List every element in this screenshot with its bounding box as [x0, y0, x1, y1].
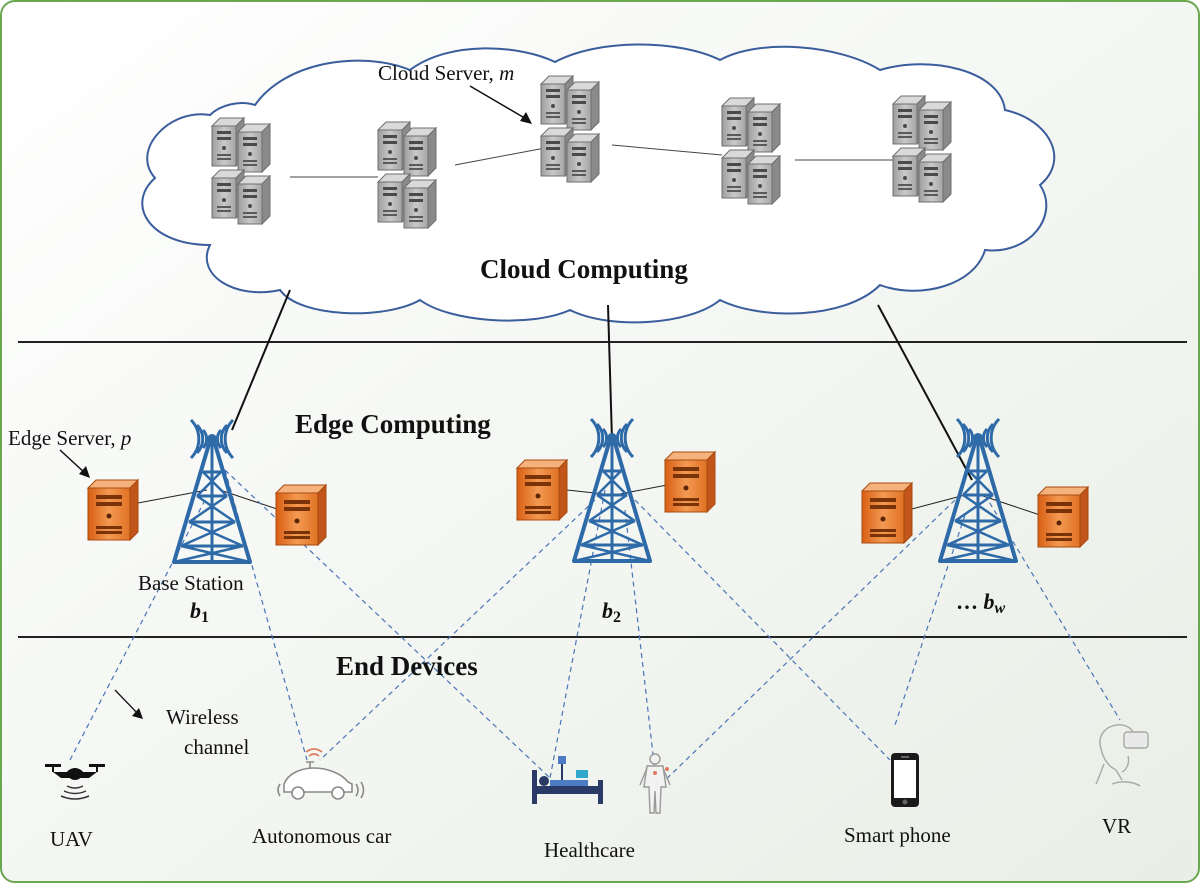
- edge-server-label: Edge Server, p: [8, 426, 131, 450]
- cloud-server-3: [541, 76, 599, 182]
- edge-server-icon-5: [861, 482, 913, 544]
- backhaul-links: [231, 289, 973, 481]
- device-label-healthcare: Healthcare: [544, 838, 635, 862]
- wireless-label-line1: Wireless: [166, 705, 239, 729]
- device-label-vr: VR: [1102, 814, 1131, 838]
- smartphone-icon: [891, 753, 919, 807]
- cloud-server-label: Cloud Server, m: [378, 61, 514, 85]
- cloud-server-2: [378, 122, 436, 228]
- edge-server-arrow: [59, 449, 87, 475]
- cloud-server-1: [212, 118, 270, 224]
- device-label-smartphone: Smart phone: [844, 823, 951, 847]
- wireless-label-line2: channel: [184, 735, 249, 759]
- human-body-icon: [639, 753, 671, 814]
- base-station-label: Base Station: [138, 571, 244, 595]
- edge-server-icon-2: [275, 484, 327, 546]
- base-station-bw: … bw: [956, 589, 1006, 617]
- hospital-bed-icon: [532, 756, 603, 804]
- cloud-server-arrowhead: [520, 112, 532, 124]
- cloud-computing-title: Cloud Computing: [480, 254, 688, 284]
- device-label-uav: UAV: [50, 827, 93, 851]
- edge-computing-title: Edge Computing: [295, 409, 491, 439]
- vr-headset-icon: [1095, 724, 1149, 787]
- edge-server-arrowhead: [79, 466, 90, 478]
- end-devices-title: End Devices: [336, 651, 478, 681]
- base-station-b1: b1: [190, 598, 209, 626]
- device-label-car: Autonomous car: [252, 824, 391, 848]
- cloud-server-arrow: [469, 85, 529, 121]
- base-station-b2: b2: [602, 598, 621, 626]
- edge-server-icon-3: [516, 459, 568, 521]
- wireless-arrowhead: [132, 708, 143, 719]
- cloud-server-4: [722, 98, 780, 204]
- car-icon: [277, 748, 365, 800]
- drone-icon: [45, 764, 105, 800]
- edge-server-icon-6: [1037, 486, 1089, 548]
- cloud-server-links: [290, 144, 895, 178]
- edge-server-icon-4: [664, 451, 716, 513]
- edge-server-icon-1: [87, 479, 139, 541]
- cloud-shape: [141, 43, 1056, 324]
- cloud-server-5: [893, 96, 951, 202]
- wireless-links: [69, 469, 1121, 791]
